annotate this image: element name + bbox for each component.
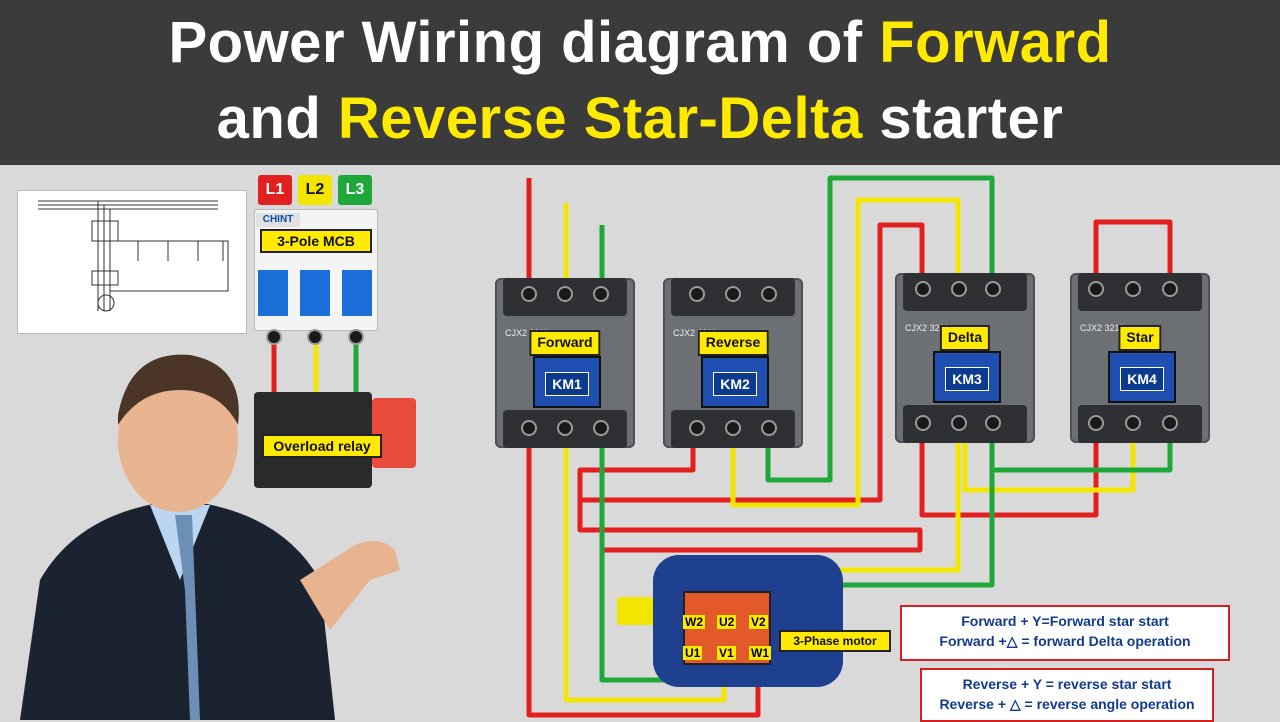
motor-shaft	[617, 597, 657, 625]
info-forward-line-2: Forward +△ = forward Delta operation	[939, 633, 1191, 649]
contactor-model: CJX2 3211	[1080, 323, 1124, 333]
terminal-screw	[951, 281, 967, 297]
contactor-km3: CJX2 3211 Delta KM3	[895, 255, 1035, 450]
info-reverse-line-2: Reverse + △ = reverse angle operation	[939, 696, 1195, 712]
wire-yellow-rev	[730, 197, 961, 508]
contactor-label: Reverse	[697, 330, 769, 356]
terminal-screw	[725, 420, 741, 436]
contactor-km-label: KM2	[713, 372, 757, 396]
wire-red-delta	[577, 222, 925, 503]
contactor-model: CJX2 3211	[505, 328, 549, 338]
info-forward-line-1: Forward + Y=Forward star start	[961, 613, 1169, 629]
title-line-2: and Reverse Star-Delta starter	[0, 84, 1280, 154]
contactor-km-label: KM4	[1120, 367, 1164, 391]
info-reverse-line-1: Reverse + Y = reverse star start	[962, 676, 1172, 692]
contactor-km-label: KM3	[945, 367, 989, 391]
three-pole-mcb: L1 L2 L3 CHINT 3-Pole MCB	[254, 175, 378, 351]
contactor-km1: CJX2 3211 Forward KM1	[495, 260, 635, 455]
terminal-screw	[593, 286, 609, 302]
mcb-toggle-2[interactable]	[300, 270, 330, 316]
title-line-1: Power Wiring diagram of Forward	[0, 8, 1280, 78]
terminal-screw	[1125, 415, 1141, 431]
three-phase-motor: W2 U2 V2 U1 V1 W1 3-Phase motor	[617, 545, 891, 695]
title-banner: Power Wiring diagram of Forward and Reve…	[0, 0, 1280, 165]
terminal-screw	[593, 420, 609, 436]
terminal-w2: W2	[683, 615, 705, 629]
contactor-model: CJX2 3211	[905, 323, 949, 333]
phase-l2-label: L2	[298, 175, 332, 205]
mcb-label: 3-Pole MCB	[260, 229, 372, 253]
wire-red-km-out2	[577, 500, 923, 553]
terminal-screw	[557, 286, 573, 302]
terminal-screw	[761, 420, 777, 436]
terminal-screw	[1125, 281, 1141, 297]
terminal-screw	[725, 286, 741, 302]
terminal-screw	[1162, 415, 1178, 431]
contactor-label: Star	[1118, 325, 1162, 351]
mcb-screw-2	[307, 329, 323, 345]
terminal-v2: V2	[749, 615, 768, 629]
contactor-label: Forward	[529, 330, 601, 356]
phase-l1-label: L1	[258, 175, 292, 205]
mcb-toggle-3[interactable]	[342, 270, 372, 316]
mcb-screw-3	[348, 329, 364, 345]
terminal-u2: U2	[717, 615, 737, 629]
terminal-screw	[915, 415, 931, 431]
wire-yellow-star	[962, 430, 1136, 493]
overload-relay: Overload relay	[254, 392, 419, 492]
terminal-screw	[689, 286, 705, 302]
terminal-screw	[915, 281, 931, 297]
overload-relay-label: Overload relay	[262, 434, 382, 458]
terminal-screw	[985, 281, 1001, 297]
terminal-screw	[951, 415, 967, 431]
wire-red-star-bridge	[1093, 219, 1173, 290]
contactor-km-label: KM1	[545, 372, 589, 396]
terminal-screw	[689, 420, 705, 436]
terminal-w1: W1	[749, 646, 771, 660]
title-text-3: starter	[862, 86, 1064, 151]
terminal-screw	[761, 286, 777, 302]
terminal-screw	[521, 286, 537, 302]
info-box-reverse: Reverse + Y = reverse star start Reverse…	[920, 668, 1214, 722]
terminal-screw	[557, 420, 573, 436]
motor-label: 3-Phase motor	[779, 630, 891, 652]
title-text-2: and	[216, 86, 338, 151]
terminal-screw	[985, 415, 1001, 431]
terminal-u1: U1	[683, 646, 703, 660]
wire-green-rev	[765, 175, 995, 483]
terminal-screw	[1088, 415, 1104, 431]
info-box-forward: Forward + Y=Forward star start Forward +…	[900, 605, 1230, 661]
terminal-v1: V1	[717, 646, 736, 660]
terminal-screw	[521, 420, 537, 436]
mcb-screw-1	[266, 329, 282, 345]
wire-green-delta-out	[989, 430, 1173, 473]
schematic-thumbnail	[17, 190, 247, 334]
terminal-screw	[1162, 281, 1178, 297]
presenter-illustration	[20, 354, 400, 720]
mcb-brand-logo: CHINT	[256, 213, 300, 227]
terminal-screw	[1088, 281, 1104, 297]
title-highlight-forward: Forward	[879, 10, 1112, 75]
title-highlight-reverse-star-delta: Reverse Star-Delta	[337, 86, 863, 151]
title-text-1: Power Wiring diagram of	[168, 10, 880, 75]
contactor-km2: CJX2 3211 Reverse KM2	[663, 260, 803, 455]
contactor-model: CJX2 3211	[673, 328, 717, 338]
contactor-label: Delta	[939, 325, 991, 351]
contactor-km4: CJX2 3211 Star KM4	[1070, 255, 1210, 450]
phase-l3-label: L3	[338, 175, 372, 205]
schematic-thumbnail-drawing	[38, 200, 229, 312]
mcb-toggle-1[interactable]	[258, 270, 288, 316]
